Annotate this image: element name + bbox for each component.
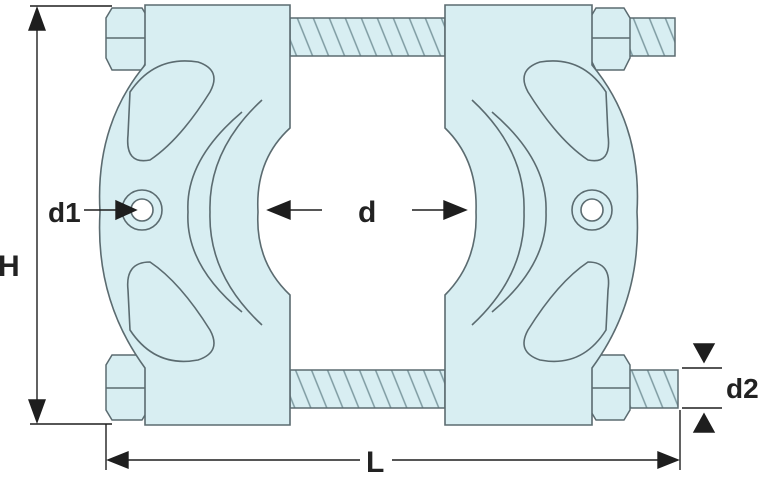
hole-dimension xyxy=(84,199,138,221)
left-separator-half xyxy=(98,4,291,426)
bore-label: d xyxy=(358,196,376,229)
height-dimension xyxy=(28,5,112,425)
length-dimension xyxy=(105,410,681,470)
hex-nut-top-right xyxy=(589,7,631,71)
hex-nut-top-left xyxy=(105,7,149,71)
rod-label: d2 xyxy=(726,373,759,404)
bore-dimension xyxy=(266,199,468,221)
height-label: H xyxy=(0,250,20,283)
right-separator-half xyxy=(444,4,639,426)
rod-dimension xyxy=(682,343,722,433)
length-label: L xyxy=(366,446,384,479)
hole-label: d1 xyxy=(48,197,81,228)
hex-nut-bottom-right xyxy=(589,354,631,421)
